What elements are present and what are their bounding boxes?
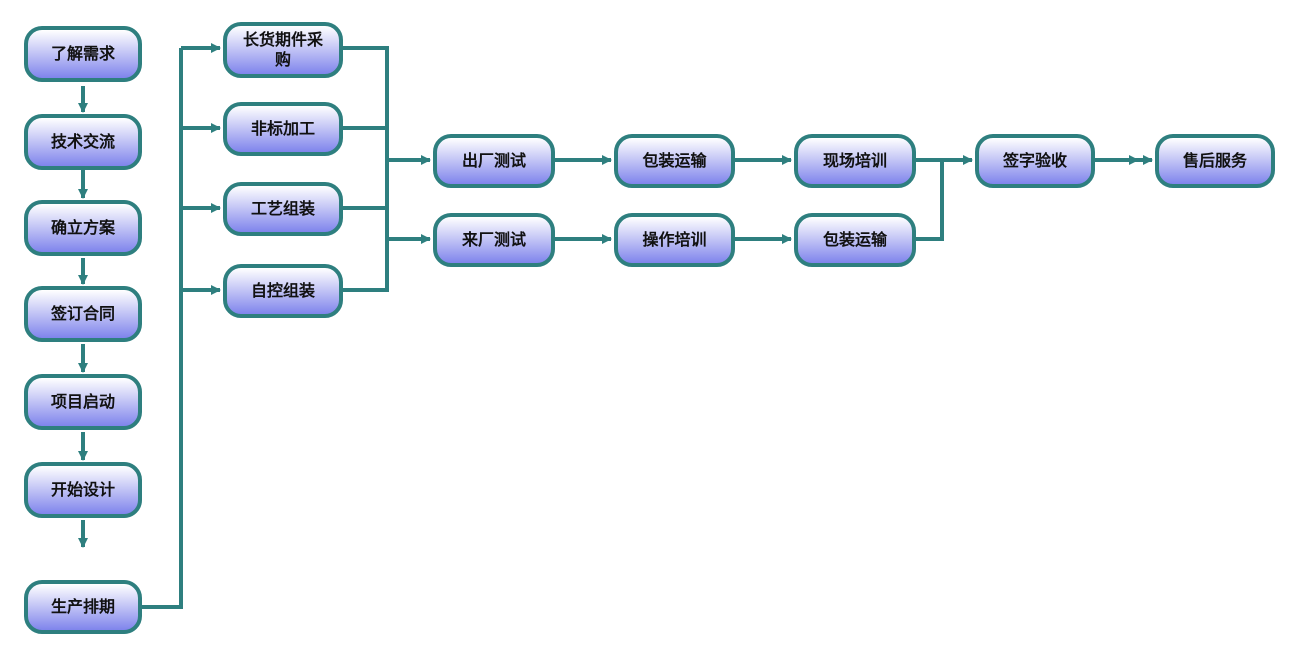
node-project-kickoff: 项目启动 [24, 374, 142, 430]
node-incoming-test: 来厂测试 [433, 213, 555, 267]
node-sign-contract: 签订合同 [24, 286, 142, 342]
node-nonstandard-machining: 非标加工 [223, 102, 343, 156]
node-process-assembly: 工艺组装 [223, 182, 343, 236]
node-production-schedule: 生产排期 [24, 580, 142, 634]
node-factory-test: 出厂测试 [433, 134, 555, 188]
node-technical-exchange: 技术交流 [24, 114, 142, 170]
line-procure-merge [341, 46, 389, 292]
node-establish-plan: 确立方案 [24, 200, 142, 256]
node-onsite-training: 现场培训 [794, 134, 916, 188]
node-packaging-transport-2: 包装运输 [794, 213, 916, 267]
node-autocontrol-assembly: 自控组装 [223, 264, 343, 318]
line-pack2-merge [914, 160, 944, 241]
node-sign-acceptance: 签字验收 [975, 134, 1095, 188]
node-packaging-transport-1: 包装运输 [614, 134, 735, 188]
node-start-design: 开始设计 [24, 462, 142, 518]
node-understand-requirements: 了解需求 [24, 26, 142, 82]
node-long-lead-procurement: 长货期件采购 [223, 22, 343, 78]
node-operation-training: 操作培训 [614, 213, 735, 267]
node-after-sales-service: 售后服务 [1155, 134, 1275, 188]
line-schedule-bus [141, 48, 183, 609]
